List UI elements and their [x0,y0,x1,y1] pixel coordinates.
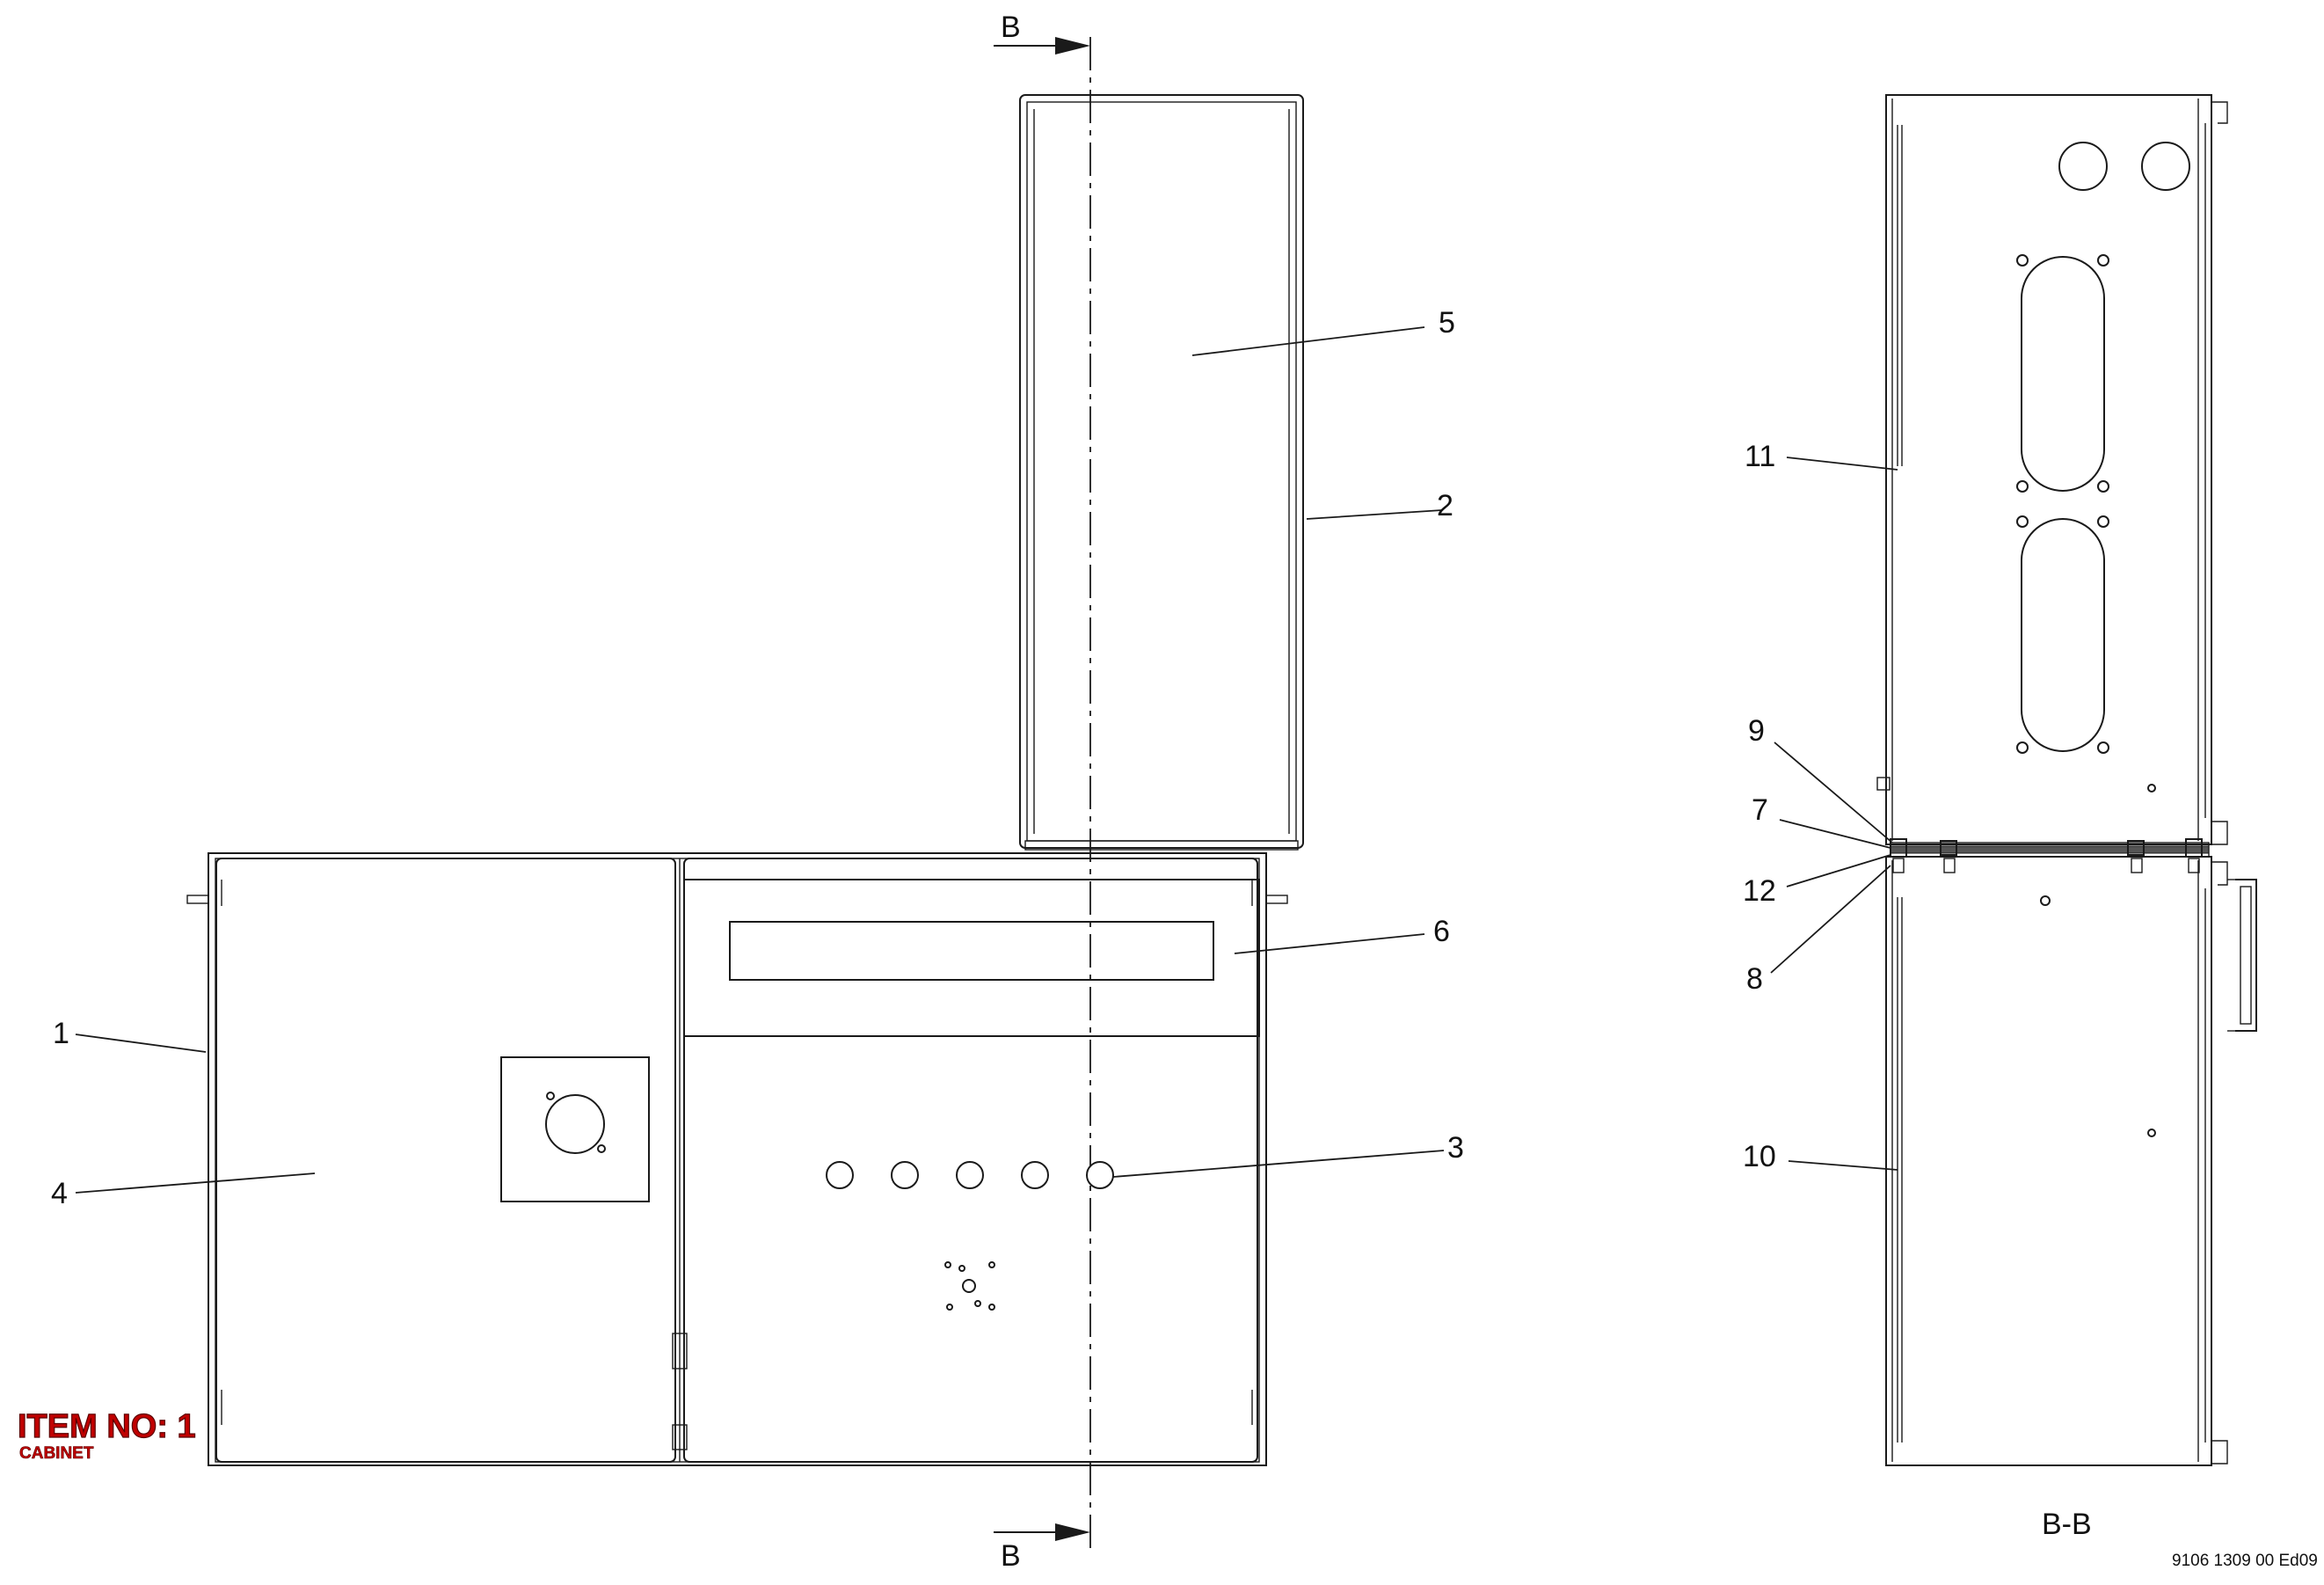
item-stamp-title: ITEM NO: 1 [18,1408,196,1445]
callout-5: 5 [1439,306,1455,340]
callout-7: 7 [1752,793,1768,827]
section-view-label: B-B [2042,1508,2092,1541]
open-door-panel [1019,94,1304,851]
section-mark-top: B [1001,11,1021,44]
section-line-b-b: B B [994,11,1091,1573]
document-number: 9106 1309 00 Ed09 [2172,1552,2318,1570]
callout-10: 10 [1743,1140,1776,1173]
callout-2: 2 [1437,489,1453,522]
callout-numbers: 1 2 3 4 5 6 7 8 9 10 11 12 [51,306,1776,1210]
callout-3: 3 [1447,1131,1464,1165]
section-view-b-b [1876,94,2257,1466]
leader-lines [75,326,1898,1194]
callout-11: 11 [1745,440,1775,473]
item-stamp-subtitle: CABINET [19,1444,94,1463]
cabinet-front-view [186,852,1288,1466]
callout-6: 6 [1433,915,1450,948]
item-stamp: ITEM NO: 1 CABINET [17,1407,196,1463]
callout-12: 12 [1743,874,1776,908]
callout-8: 8 [1746,962,1763,996]
callout-9: 9 [1748,714,1765,748]
section-mark-bottom: B [1001,1539,1021,1573]
callout-4: 4 [51,1177,68,1210]
callout-1: 1 [53,1017,69,1050]
